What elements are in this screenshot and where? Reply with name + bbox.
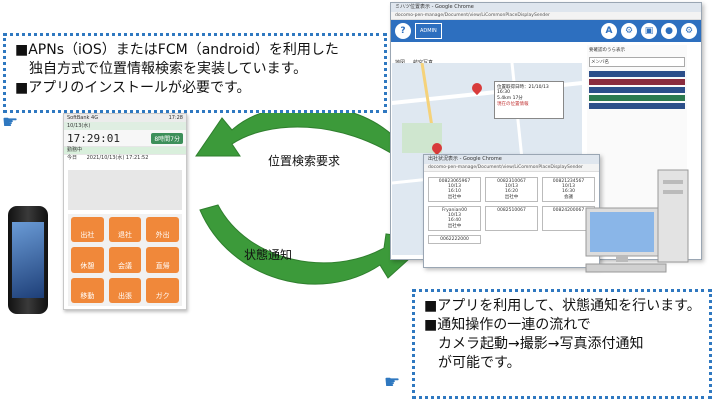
card-time: 16:40 <box>448 218 461 223</box>
pointing-hand-icon: ☛ <box>384 372 401 393</box>
callout-bottom-line-4: が可能です。 <box>424 355 521 371</box>
pointing-hand-icon: ☛ <box>2 112 19 133</box>
status-card-grid: 00823065967 10/13 16:10 出社中 0082310067 1… <box>428 177 595 244</box>
app-date-header: 10/13(水) <box>64 122 186 130</box>
map-window-url: docomo-pen-manage/Document/view/LiCommon… <box>391 12 701 20</box>
callout-top-line-3: ■アプリのインストールが必要です。 <box>15 80 251 96</box>
card-status: 出社中 <box>504 195 519 200</box>
status-card[interactable]: 00821234567 10/13 16:30 会議 <box>542 177 595 202</box>
callout-top: ■APNs（iOS）またはFCM（android）を利用した 独自方式で位置情報… <box>3 33 387 113</box>
callout-bottom-line-2: ■通知操作の一連の流れで <box>424 317 591 333</box>
app-today-row: 今日 2021/10/13(水) 17:21:52 <box>64 154 186 162</box>
status-card[interactable]: Fryanian00 10/13 16:40 出社中 <box>428 206 481 231</box>
hours-badge: 8時間7分 <box>151 132 183 144</box>
status-window-url: docomo-pen-manage/Document/view/LiCommon… <box>424 164 599 172</box>
tile-button[interactable]: 移動 <box>71 277 104 303</box>
card-id: 0062222000 <box>440 237 469 242</box>
popup-line-2: 5.4km 17分 <box>497 96 523 101</box>
status-browser-window: 出社状況表示 - Google Chrome docomo-pen-manage… <box>423 154 600 268</box>
card-date: 10/13 <box>505 184 518 189</box>
card-date: 10/13 <box>448 184 461 189</box>
card-status: 会議 <box>564 195 573 200</box>
member-row[interactable] <box>589 95 685 101</box>
app-status-row: 勤務中 <box>64 146 186 154</box>
status-window-title: 出社状況表示 - Google Chrome <box>424 155 599 164</box>
card-date: 10/13 <box>448 213 461 218</box>
member-row[interactable] <box>589 71 685 77</box>
action-tile-grid: 出社 退社 外出 休憩 会議 直帰 移動 出張 ガク <box>68 214 182 306</box>
card-time: 16:10 <box>448 189 461 194</box>
member-row[interactable] <box>589 79 685 85</box>
location-popup: 位置取得日時：21/10/13 16:30 5.4km 17分 現在の位置情報 <box>494 81 564 119</box>
member-row[interactable] <box>589 103 685 109</box>
card-id: 00823065967 <box>438 179 471 184</box>
carrier-label: SoftBank 4G <box>67 115 99 121</box>
admin-logo[interactable]: ADMIN <box>415 23 442 39</box>
status-card[interactable]: 0062222000 <box>428 235 481 244</box>
today-value: 2021/10/13(水) 17:21:52 <box>86 155 149 161</box>
today-label: 今日 <box>67 155 78 161</box>
tile-button[interactable]: 出張 <box>108 277 142 303</box>
card-id: Fryanian00 <box>442 208 467 213</box>
card-id: 0082510067 <box>497 208 526 213</box>
popup-line-3: 現在の位置情報 <box>497 102 529 107</box>
callout-top-line-1: ■APNs（iOS）またはFCM（android）を利用した <box>15 42 339 58</box>
smartphone-screen <box>12 222 44 298</box>
desktop-computer-image <box>585 169 689 273</box>
member-select[interactable]: メンバ名 <box>589 57 685 67</box>
popup-line-1: 位置取得日時：21/10/13 16:30 <box>497 85 549 95</box>
member-list <box>589 71 685 109</box>
card-time: 16:20 <box>505 189 518 194</box>
status-notify-label: 状態通知 <box>244 248 293 262</box>
tile-button[interactable]: 直帰 <box>146 247 179 273</box>
card-status: 出社中 <box>447 224 462 229</box>
map-window-title: ミハツ位置表示 - Google Chrome <box>391 3 701 12</box>
tile-button[interactable]: 休憩 <box>71 247 104 273</box>
app-screenshot: SoftBank 4G 17:28 10/13(水) 17:29:01 8時間7… <box>63 113 187 310</box>
clock-row: 17:29:01 8時間7分 <box>64 130 186 146</box>
tile-button[interactable]: 会議 <box>108 247 142 273</box>
person-icon[interactable]: ● <box>661 23 677 39</box>
member-row[interactable] <box>589 87 685 93</box>
map-toolbar: ? ADMIN A ⚙ ▣ ● ⚙ <box>391 20 701 42</box>
window-icon[interactable]: ▣ <box>641 23 657 39</box>
card-status: 出社中 <box>447 195 462 200</box>
gear-icon[interactable]: ⚙ <box>621 23 637 39</box>
tile-button[interactable]: 退社 <box>108 217 142 243</box>
user-icon[interactable]: A <box>601 23 617 39</box>
card-id: 00824200067 <box>552 208 585 213</box>
help-icon[interactable]: ? <box>395 23 411 39</box>
callout-bottom-line-3: カメラ起動→撮影→写真添付通知 <box>424 336 644 352</box>
app-clock: 17:29:01 <box>67 131 120 145</box>
app-status-bar: SoftBank 4G 17:28 <box>64 114 186 122</box>
status-time: 17:28 <box>168 115 183 121</box>
callout-top-line-2: 独自方式で位置情報検索を実装しています。 <box>15 61 308 77</box>
position-request-label: 位置検索要求 <box>268 154 341 168</box>
card-id: 0082310067 <box>497 179 526 184</box>
tile-button[interactable]: 外出 <box>146 217 179 243</box>
card-time: 16:30 <box>562 189 575 194</box>
card-date: 10/13 <box>562 184 575 189</box>
card-id: 00821234567 <box>552 179 585 184</box>
tile-button[interactable]: 出社 <box>71 217 104 243</box>
status-card[interactable]: 0082510067 <box>485 206 538 231</box>
settings-icon[interactable]: ⚙ <box>681 23 697 39</box>
app-empty-area <box>68 170 182 210</box>
callout-bottom-line-1: ■アプリを利用して、状態通知を行います。 <box>424 298 701 314</box>
status-card[interactable]: 00823065967 10/13 16:10 出社中 <box>428 177 481 202</box>
tile-button[interactable]: ガク <box>146 277 179 303</box>
callout-bottom: ■アプリを利用して、状態通知を行います。 ■通知操作の一連の流れで カメラ起動→… <box>412 289 712 399</box>
side-panel-title: 要確認のうら表示 <box>589 48 625 53</box>
status-card[interactable]: 0082310067 10/13 16:20 出社中 <box>485 177 538 202</box>
